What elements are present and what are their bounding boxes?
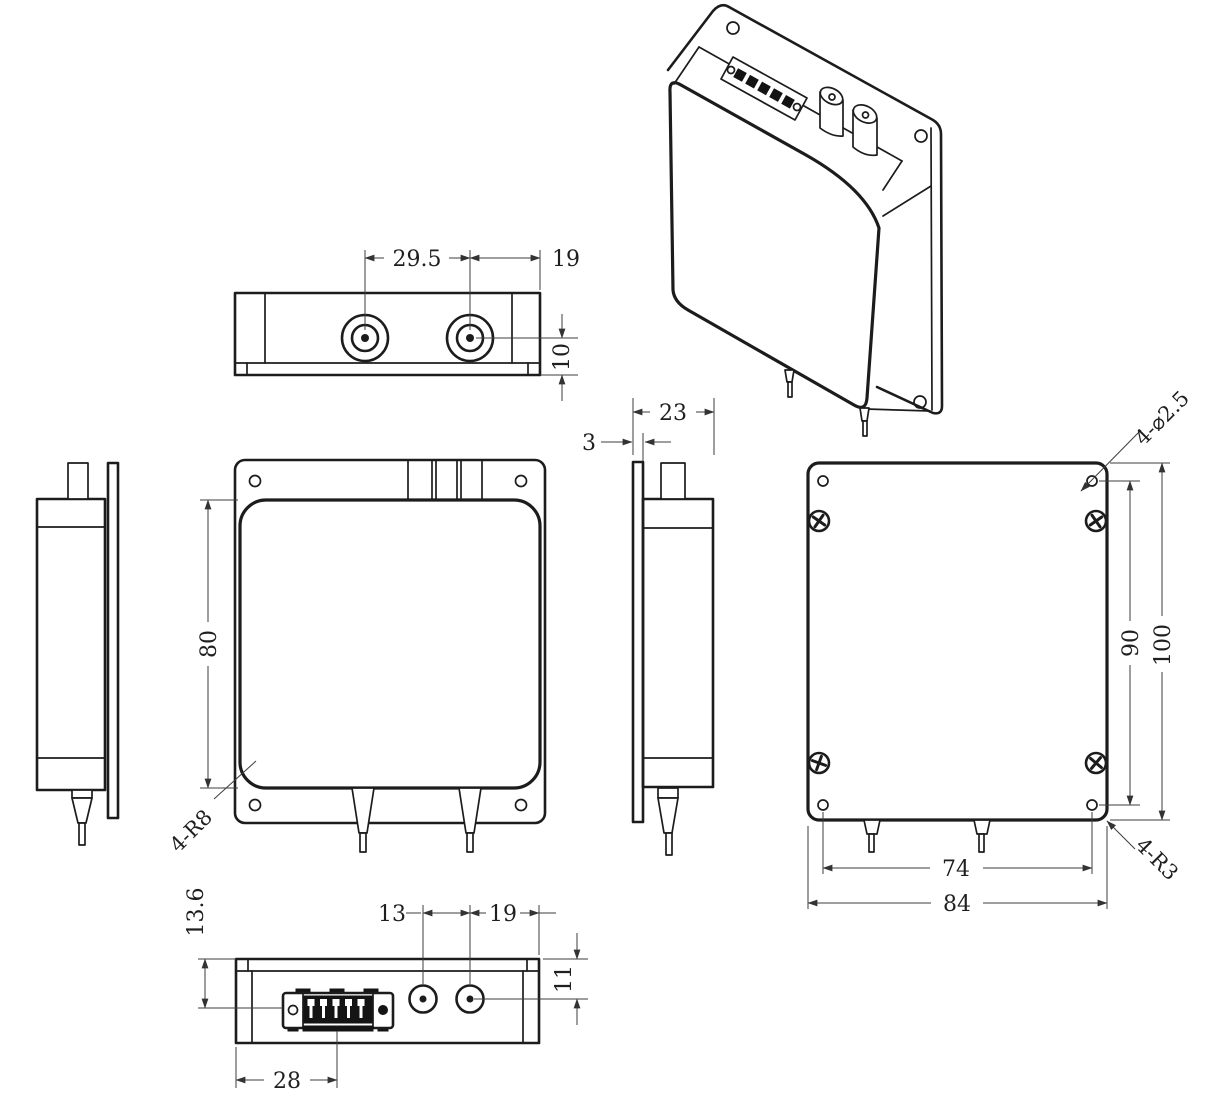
top-view: 29.5 19 10 — [233, 247, 580, 401]
iso-fiber-pin-1 — [784, 369, 795, 398]
dim-text-11: 11 — [552, 965, 577, 993]
right-fiber-pin — [657, 787, 679, 856]
iso-flange-plate — [666, 3, 944, 415]
front-flange-hole-br — [514, 798, 528, 812]
note-text-4-r3: 4-R3 — [1131, 833, 1183, 885]
back-hole-br — [1086, 799, 1098, 811]
back-screw-bl — [807, 751, 831, 775]
dim-bottom-13: 13 — [378, 902, 471, 984]
coax-connector-bottom-1 — [408, 984, 438, 1014]
dim-text-13-6: 13.6 — [184, 888, 209, 937]
back-hole-bl — [817, 799, 829, 811]
iso-coax-connector-1 — [819, 86, 844, 137]
dim-text-90: 90 — [1119, 629, 1144, 657]
left-flange-edge — [106, 461, 120, 820]
front-flange-hole-tr — [514, 474, 528, 488]
front-body — [238, 498, 542, 790]
dim-side-3: 3 — [582, 431, 671, 461]
front-view: 80 4-R8 — [165, 458, 547, 857]
back-screw-tr — [1084, 509, 1108, 533]
dim-text-10: 10 — [550, 343, 575, 371]
left-body — [35, 497, 107, 792]
dim-side-23: 23 — [632, 398, 715, 455]
back-view: 90 100 74 84 4-⌀2.5 4- — [806, 386, 1194, 917]
dim-top-19: 19 — [469, 247, 580, 272]
dim-bottom-19: 19 — [469, 902, 556, 955]
note-text-4-d2-5: 4-⌀2.5 — [1130, 386, 1194, 450]
left-connector-block — [67, 462, 89, 500]
dim-front-80: 80 — [197, 499, 238, 789]
bottom-body — [234, 957, 541, 1045]
bottom-view: 13.6 13 19 11 28 — [184, 888, 588, 1094]
iso-flange-hole-3 — [913, 395, 927, 409]
dim-text-29-5: 29.5 — [393, 247, 442, 272]
dim-back-90: 90 — [1099, 480, 1144, 806]
note-back-radius: 4-R3 — [1106, 820, 1183, 885]
dim-text-28: 28 — [273, 1069, 301, 1094]
dim-bottom-11: 11 — [474, 933, 588, 1025]
terminal-ear-hole-left — [287, 1004, 299, 1016]
dim-back-84: 84 — [807, 826, 1108, 917]
dim-text-19-top: 19 — [552, 247, 580, 272]
iso-terminal-strip — [720, 56, 808, 121]
dim-text-13: 13 — [378, 902, 406, 927]
dim-text-23: 23 — [659, 401, 687, 426]
iso-flange-hole-2 — [914, 129, 928, 143]
front-connector-projection — [407, 459, 483, 501]
back-screw-tl — [807, 509, 831, 533]
note-text-4-r8: 4-R8 — [165, 805, 217, 857]
back-fiber-pin-2 — [973, 819, 991, 853]
right-side-view: 23 3 — [582, 398, 715, 856]
back-screw-br — [1084, 751, 1108, 775]
right-flange-edge — [631, 460, 645, 824]
left-fiber-pin — [71, 789, 93, 846]
front-flange-plate — [233, 458, 547, 825]
front-fiber-pin-2 — [458, 787, 482, 853]
dim-bottom-28: 28 — [235, 1031, 338, 1094]
right-connector-block — [660, 462, 686, 500]
front-flange-hole-bl — [248, 798, 262, 812]
back-hole-tr — [1086, 475, 1098, 487]
isometric-view — [666, 3, 944, 437]
dim-text-74: 74 — [942, 857, 970, 882]
dim-top-29-5: 29.5 — [364, 247, 541, 330]
dim-back-100: 100 — [1110, 462, 1176, 821]
front-fiber-pin-1 — [351, 787, 375, 853]
dim-text-3: 3 — [582, 431, 596, 456]
dim-top-10: 10 — [476, 314, 578, 401]
front-flange-hole-tl — [248, 474, 262, 488]
left-side-view — [35, 461, 120, 846]
terminal-pins — [307, 999, 365, 1018]
right-body — [641, 497, 715, 789]
iso-flange-hole-1 — [726, 21, 740, 35]
back-fiber-pin-1 — [863, 819, 881, 853]
back-plate — [806, 461, 1109, 822]
dim-back-74: 74 — [822, 812, 1093, 882]
iso-coax-connector-2 — [852, 104, 878, 157]
terminal-ear-hole-right — [378, 1005, 388, 1015]
iso-fiber-pin-2 — [859, 407, 870, 437]
dim-text-80: 80 — [197, 630, 222, 658]
terminal-block — [281, 988, 395, 1032]
back-hole-tl — [817, 475, 829, 487]
dim-text-19-bottom: 19 — [489, 902, 517, 927]
dim-text-100: 100 — [1151, 624, 1176, 666]
dim-text-84: 84 — [943, 892, 971, 917]
dim-bottom-13-6: 13.6 — [184, 888, 283, 1009]
